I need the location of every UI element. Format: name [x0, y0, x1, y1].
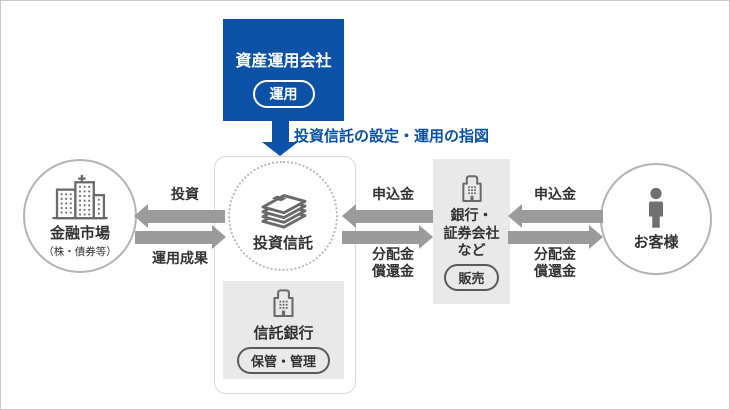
instruction-label: 投資信託の設定・運用の指図 — [294, 128, 490, 145]
customer-label: お客様 — [633, 233, 679, 251]
fund-dotted-circle: 投資信託 — [228, 161, 338, 271]
flow-payout-label-right: 分配金 償還金 — [534, 246, 576, 279]
financial-market-label: 金融市場 — [49, 224, 110, 242]
sales-role-badge: 販売 — [444, 263, 499, 291]
money-stack-icon — [261, 193, 307, 229]
flow-invest-arrow — [148, 210, 225, 223]
flow-payout-label-mid: 分配金 償還金 — [372, 246, 414, 279]
bank-building-icon — [273, 288, 294, 317]
flow-application-arrow-right — [522, 210, 603, 223]
arrow-right-icon — [419, 225, 433, 249]
fund-label: 投資信託 — [252, 234, 313, 252]
asset-manager-label: 資産運用会社 — [235, 53, 332, 70]
flow-payout-arrow-right — [508, 231, 589, 244]
flow-payout-arrow-mid — [342, 231, 419, 244]
distributor-box: 銀行・ 証券会社 など 販売 — [433, 159, 510, 304]
financial-market-sublabel: （株・債券等） — [43, 245, 117, 258]
flow-application-arrow-mid — [356, 210, 433, 223]
arrow-right-icon — [589, 225, 603, 249]
trust-bank-panel: 信託銀行 保管・管理 — [223, 281, 344, 379]
flow-application-label-right: 申込金 — [534, 186, 576, 202]
bank-building-icon — [461, 175, 482, 202]
distributor-label: 銀行・ 証券会社 など — [443, 207, 500, 258]
asset-manager-box: 資産運用会社 運用 — [223, 19, 344, 121]
instruction-arrow-head-icon — [262, 142, 298, 156]
trust-bank-label: 信託銀行 — [253, 324, 314, 342]
city-buildings-icon — [52, 174, 108, 219]
customer-circle: お客様 — [600, 163, 712, 275]
arrow-right-icon — [212, 225, 226, 249]
arrow-left-icon — [134, 204, 148, 228]
management-role-badge: 運用 — [252, 80, 315, 108]
instruction-arrow-stem — [272, 121, 289, 142]
custody-role-badge: 保管・管理 — [236, 346, 330, 374]
financial-market-circle: 金融市場 （株・債券等） — [23, 159, 137, 273]
flow-results-arrow — [135, 231, 212, 244]
flow-results-label: 運用成果 — [152, 250, 208, 266]
flow-application-label-mid: 申込金 — [372, 186, 414, 202]
arrow-left-icon — [508, 204, 522, 228]
flow-invest-label: 投資 — [171, 186, 199, 202]
person-icon — [648, 187, 664, 228]
arrow-left-icon — [342, 204, 356, 228]
